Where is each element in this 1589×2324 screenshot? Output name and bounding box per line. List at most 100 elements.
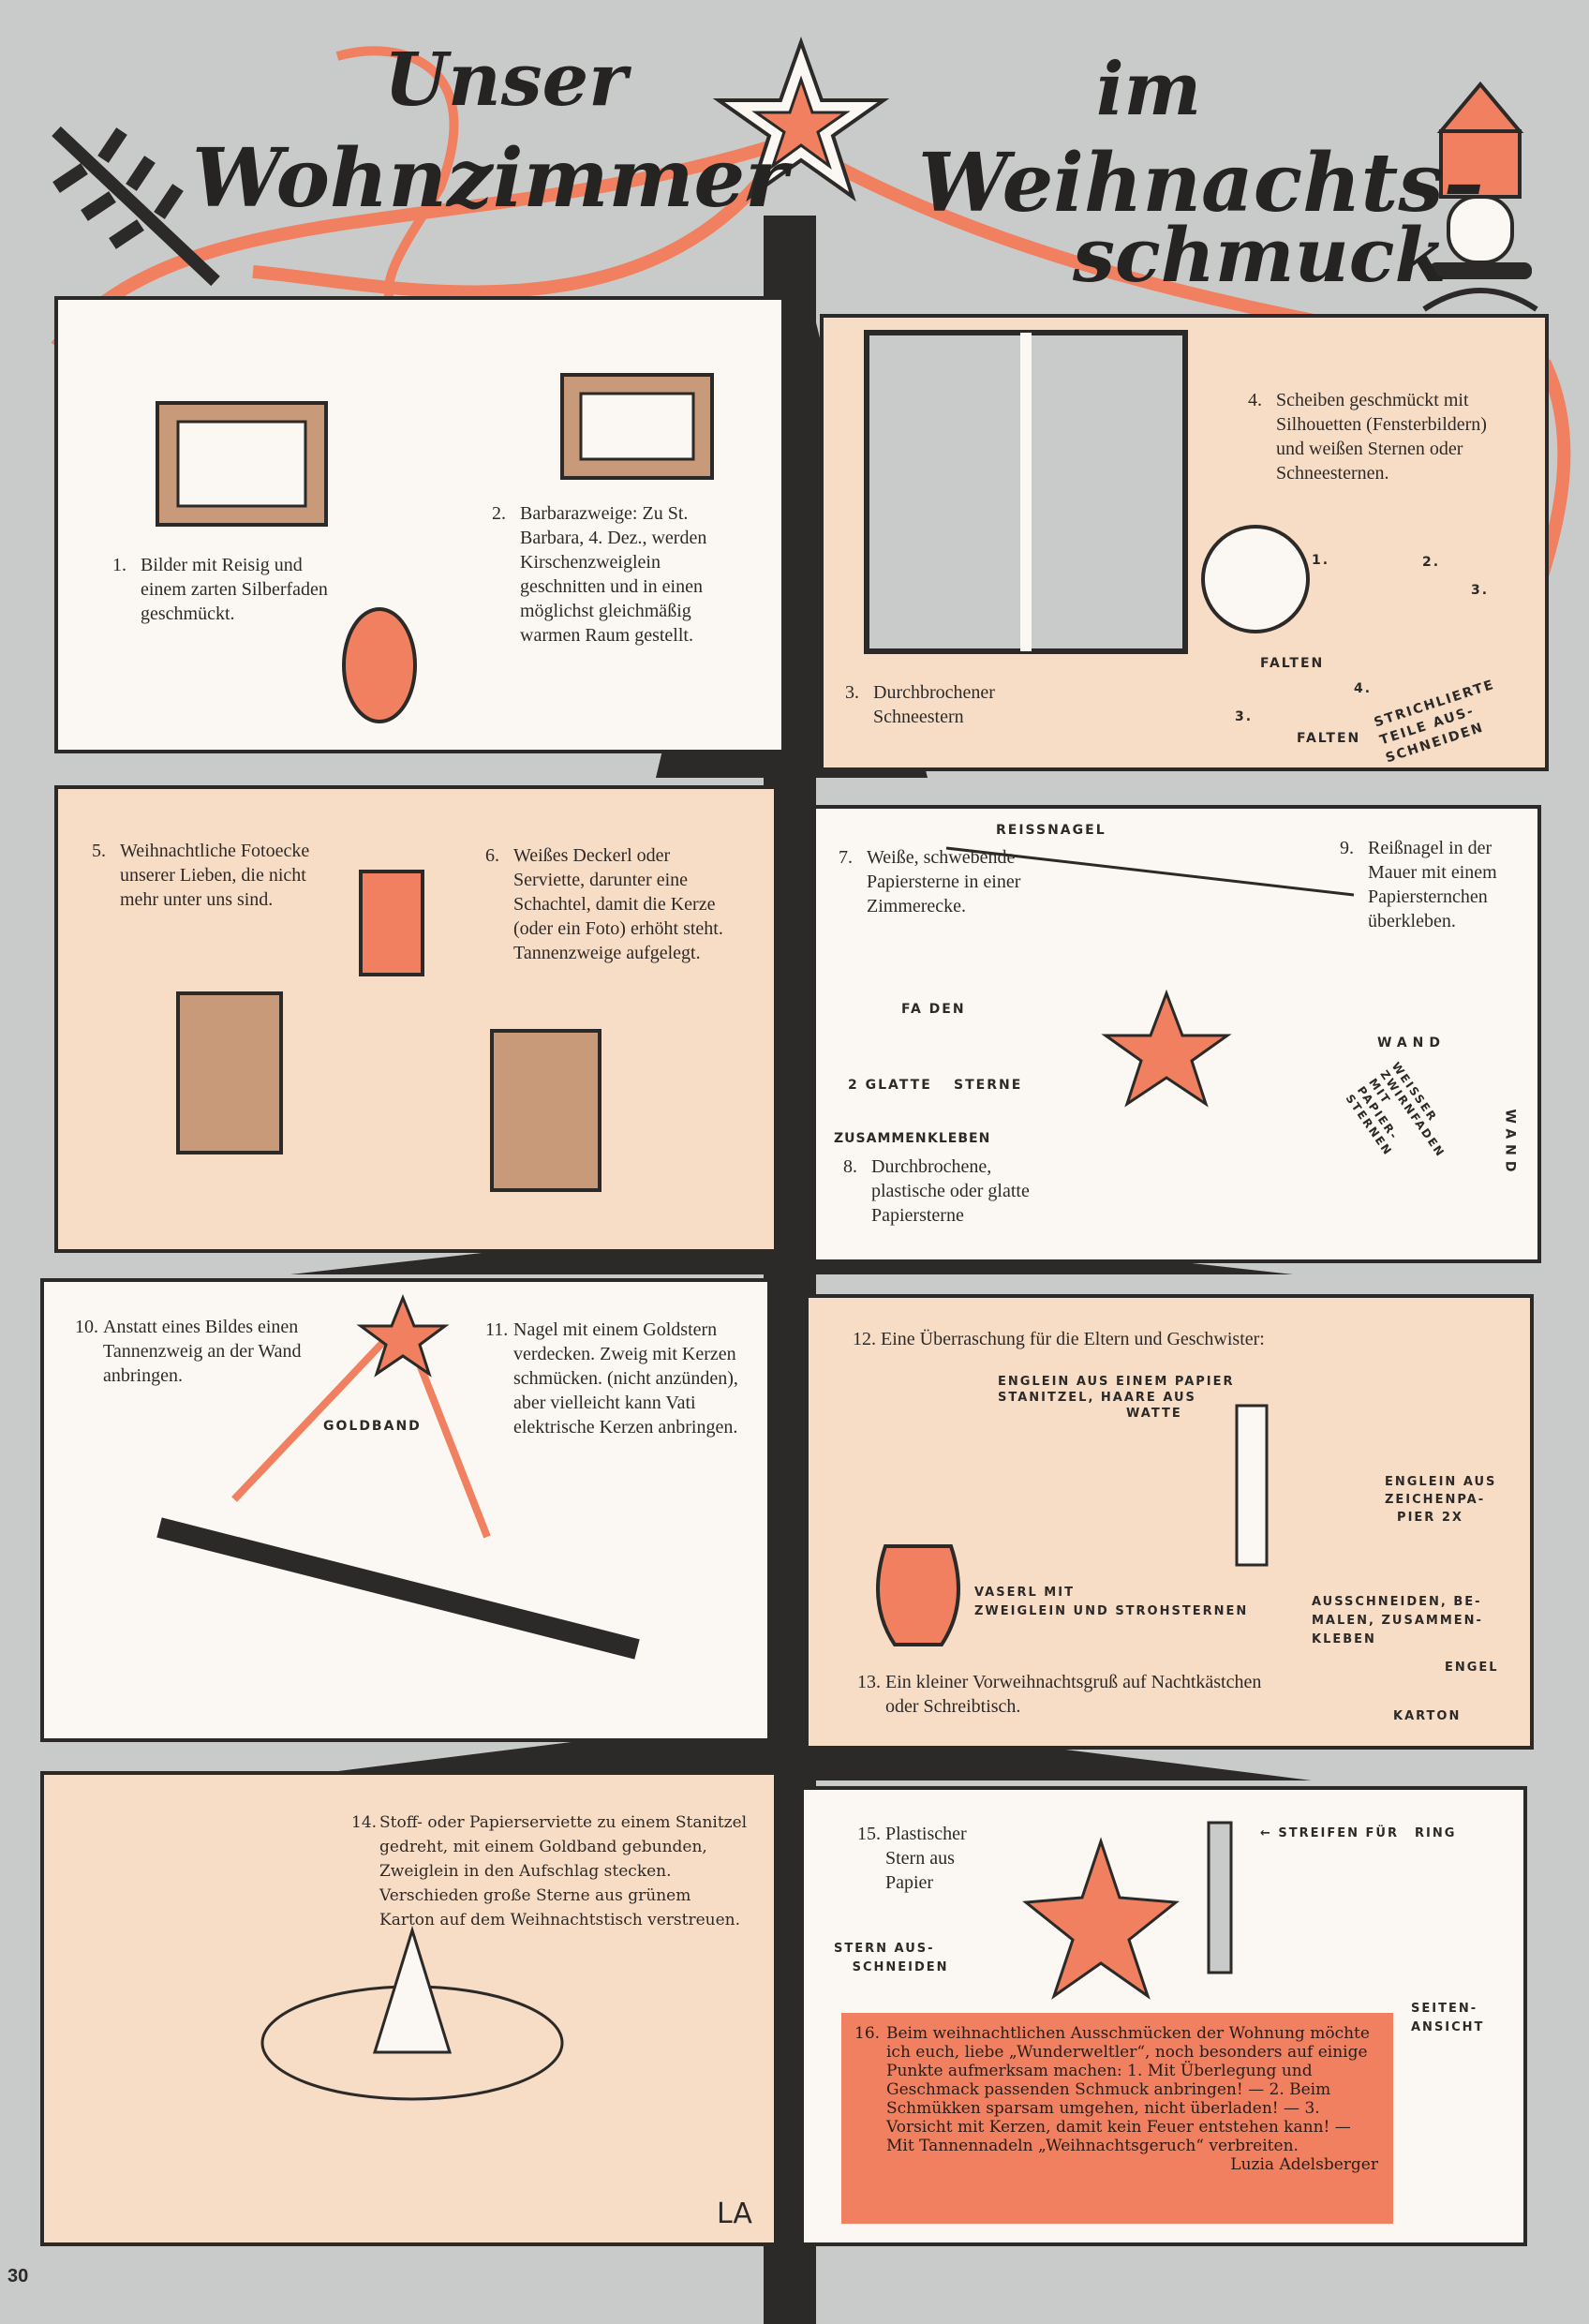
label-step3: 3.: [1471, 583, 1490, 598]
item-2: 2. Barbarazweige: Zu St. Barbara, 4. Dez.…: [492, 501, 745, 648]
label-streifen: ← STREIFEN FÜR: [1260, 1826, 1399, 1840]
title-schmuck: schmuck: [1073, 211, 1447, 299]
title-wohnzimmer: Wohnzimmer: [192, 131, 788, 226]
ribbon-title: [335, 46, 459, 312]
label-glatte: 2 GLATTE: [848, 1078, 932, 1093]
author-signature: Luzia Adelsberger: [1230, 2155, 1378, 2174]
fir-branch: [156, 1517, 640, 1660]
label-kleben: KLEBEN: [928, 1131, 991, 1146]
item-text: Durchbrochene, plastische oder glatte Pa…: [871, 1156, 1030, 1226]
label-stanitzel-angel: ENGLEIN AUS EINEM PAPIER STANITZEL, HAAR…: [998, 1375, 1235, 1421]
item-text: Bilder mit Reisig und einem zarten Silbe…: [141, 555, 328, 624]
item-text: Reißnagel in der Mauer mit einem Papiers…: [1368, 838, 1497, 931]
label-zusammen: ZUSAMMEN: [834, 1131, 928, 1146]
jug: [876, 1544, 960, 1646]
item-text: Beim weihnachtlichen Ausschmücken der Wo…: [886, 2024, 1370, 2155]
label-drawing-paper-angel: ENGLEIN AUS ZEICHENPA- PIER 2X: [1385, 1475, 1497, 1525]
label-step3: 3.: [1235, 709, 1254, 724]
label-ring: RING: [1415, 1826, 1457, 1840]
label-step4: 4.: [1354, 681, 1373, 696]
photo-left: [176, 991, 283, 1155]
item-number: 5.: [92, 841, 106, 861]
item-7: 7.Weiße, schwebende Papiersterne in eine…: [839, 845, 1049, 918]
title-im: im: [1096, 47, 1202, 132]
label-ausschneiden: AUSSCHNEIDEN, BE- MALEN, ZUSAMMEN- KLEBE…: [1312, 1595, 1483, 1646]
item-text: Ein kleiner Vorweihnachtsgruß auf Nachtk…: [885, 1672, 1262, 1717]
item-text: Weiße, schwebende Papiersterne in einer …: [867, 847, 1021, 916]
label-sterne: STERNE: [954, 1078, 1023, 1093]
item-14: 14.Stoff- oder Papierserviette zu einem …: [351, 1810, 750, 1932]
label-step2: 2.: [1422, 555, 1441, 570]
star-string: [945, 846, 1355, 897]
gold-star: [356, 1293, 450, 1378]
paper-strip: [1207, 1821, 1233, 1974]
label-seitenansicht: SEITEN- ANSICHT: [1411, 2002, 1485, 2034]
title-weihnachts: Weihnachts–: [918, 136, 1484, 231]
photo-right: [490, 1029, 601, 1192]
label-engel: ENGEL: [1445, 1661, 1499, 1675]
item-number: 10.: [75, 1317, 98, 1337]
item-4: 4. Scheiben geschmückt mit Silhouetten (F…: [1248, 388, 1501, 485]
angel-candle: [1235, 1404, 1269, 1567]
panel-surprise: [805, 1294, 1534, 1750]
vase: [342, 607, 417, 723]
item-text: Weißes Deckerl oder Serviette, darunter …: [513, 845, 723, 963]
item-number: 9.: [1340, 838, 1354, 858]
hanging-star: [1101, 989, 1232, 1108]
item-text: Nagel mit einem Goldstern verdecken. Zwe…: [513, 1319, 738, 1438]
item-13: 13.Ein kleiner Vorweihnachtsgruß auf Nac…: [857, 1670, 1279, 1719]
paper-circle: [1201, 525, 1310, 633]
label-karton: KARTON: [1393, 1709, 1462, 1723]
item-12: 12.Eine Überraschung für die Eltern und …: [853, 1327, 1480, 1351]
star-icon: [712, 37, 890, 202]
item-text: Barbarazweige: Zu St. Barbara, 4. Dez., …: [520, 503, 707, 646]
item-number: 14.: [351, 1813, 378, 1832]
item-8: 8. Durchbrochene, plastische oder glatte …: [843, 1155, 1035, 1228]
item-text: Stoff- oder Papierserviette zu einem Sta…: [379, 1813, 748, 1929]
item-text: Scheiben geschmückt mit Silhouetten (Fen…: [1276, 390, 1487, 484]
label-wand: WAND: [1377, 1035, 1446, 1050]
panel-photo-corner: [54, 785, 778, 1253]
item-16-box: 16. Beim weihnachtlichen Ausschmücken de…: [841, 2013, 1393, 2224]
item-15: 15.Plastischer Stern aus Papier: [857, 1822, 988, 1895]
label-wand-side: WAND: [1502, 1109, 1518, 1178]
item-number: 3.: [845, 682, 859, 703]
label-stern-ausschneiden: STERN AUS- SCHNEIDEN: [834, 1942, 949, 1974]
label-reissnagel: REISSNAGEL: [996, 823, 1106, 838]
tree-branch-row3: [262, 1715, 1312, 1780]
item-text: Weihnachtliche Fotoecke unserer Lieben, …: [120, 841, 310, 910]
label-falten: FALTEN: [1297, 731, 1361, 746]
item-10: 10.Anstatt eines Bildes einen Tannenzwei…: [75, 1315, 328, 1388]
goldband: [231, 1318, 406, 1502]
item-number: 6.: [485, 845, 499, 866]
item-number: 8.: [843, 1156, 857, 1177]
label-falten: FALTEN: [1260, 656, 1325, 671]
artist-mark: LA: [717, 2197, 752, 2230]
item-number: 13.: [857, 1672, 881, 1692]
item-text: Anstatt eines Bildes einen Tannenzweig a…: [103, 1317, 302, 1386]
item-11: 11.Nagel mit einem Goldstern verdecken. …: [485, 1318, 738, 1439]
paper-star: [1022, 1837, 1180, 2000]
item-text: Plastischer Stern aus Papier: [885, 1824, 967, 1893]
candle-icon: [1422, 81, 1538, 312]
item-3: 3. Durchbrochener Schneestern: [845, 680, 1042, 729]
item-1: 1. Bilder mit Reisig und einem zarten Sil…: [112, 553, 328, 626]
title-unser: Unser: [384, 37, 628, 123]
item-9: 9. Reißnagel in der Mauer mit einem Papie…: [1340, 836, 1541, 933]
page-number: 30: [7, 2266, 29, 2287]
item-number: 11.: [485, 1319, 509, 1340]
label-goldband: GOLDBAND: [323, 1419, 422, 1434]
fir-branch-icon: [52, 126, 220, 287]
item-number: 16.: [854, 2024, 881, 2043]
item-number: 12.: [853, 1329, 876, 1349]
item-number: 4.: [1248, 390, 1262, 410]
napkin: [372, 1925, 453, 2054]
item-text: Durchbrochener Schneestern: [873, 682, 995, 727]
label-step1: 1.: [1312, 553, 1330, 568]
label-vaserl: VASERL MIT ZWEIGLEIN UND STROHSTERNEN: [974, 1586, 1249, 1618]
label-faden: FA DEN: [901, 1002, 966, 1017]
item-number: 1.: [112, 555, 126, 575]
item-number: 2.: [492, 503, 506, 524]
item-5: 5. Weihnachtliche Fotoecke unserer Lieben…: [92, 839, 326, 912]
